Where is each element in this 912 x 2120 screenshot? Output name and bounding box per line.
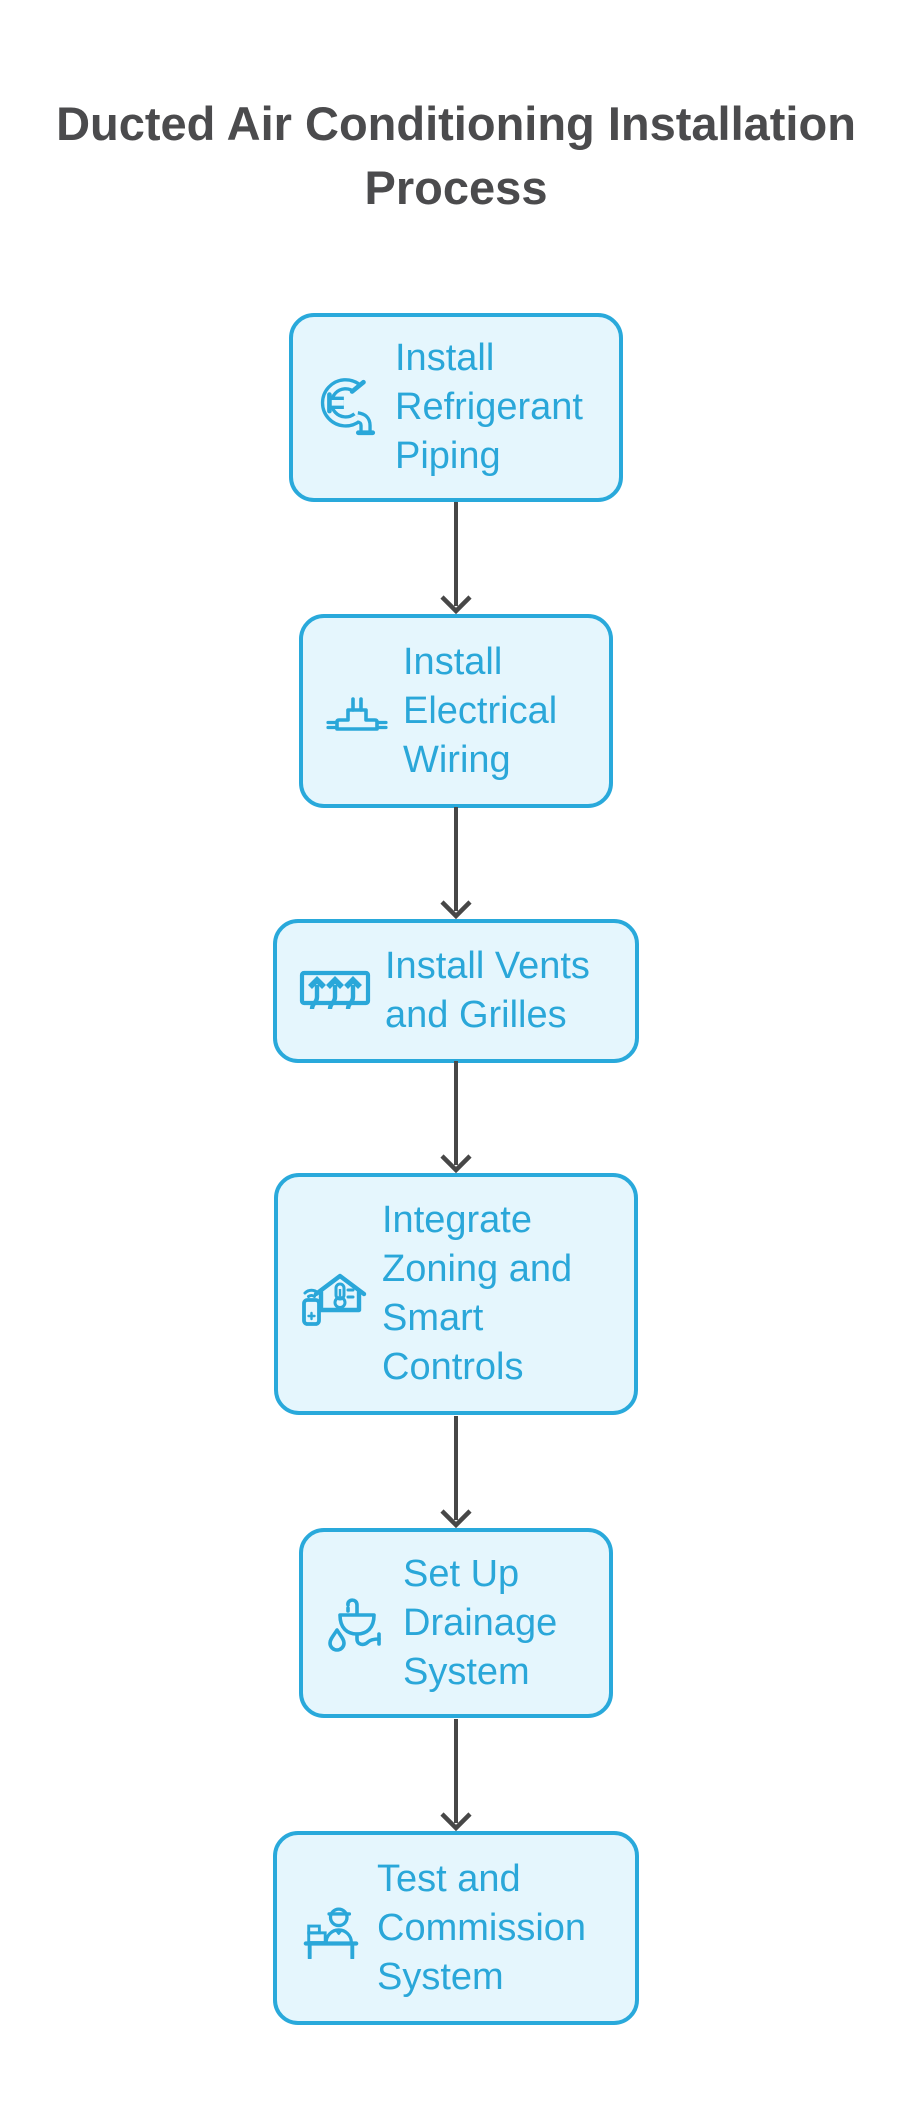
drainage-system-icon — [325, 1591, 389, 1655]
flow-node-integrate-zoning-smart-controls: Integrate Zoning and Smart Controls — [274, 1173, 638, 1415]
flow-node-label: Install Vents and Grilles — [385, 945, 590, 1036]
flow-node-label: Install Electrical Wiring — [403, 640, 558, 781]
flow-node-label: Set Up Drainage System — [403, 1552, 558, 1693]
vents-and-grilles-icon — [299, 963, 371, 1019]
refrigerant-piping-icon — [315, 375, 381, 441]
flow-node-install-electrical-wiring: Install Electrical Wiring — [299, 614, 613, 808]
zoning-smart-controls-icon — [300, 1260, 368, 1328]
flow-arrow-icon — [440, 1719, 472, 1831]
test-and-commission-icon — [299, 1897, 363, 1959]
flow-node-label: Test and Commission System — [377, 1857, 587, 1998]
flow-node-label: Integrate Zoning and Smart Controls — [382, 1199, 573, 1388]
flow-node-install-refrigerant-piping: Install Refrigerant Piping — [289, 313, 623, 502]
flow-arrow-icon — [440, 807, 472, 919]
flow-node-install-vents-and-grilles: Install Vents and Grilles — [273, 919, 639, 1063]
diagram-title: Ducted Air Conditioning Installation Pro… — [56, 97, 856, 214]
electrical-wiring-icon — [325, 679, 389, 743]
flow-arrow-icon — [440, 1061, 472, 1173]
flow-arrow-icon — [440, 1416, 472, 1528]
flow-node-label: Install Refrigerant Piping — [395, 337, 583, 477]
flow-arrow-icon — [440, 502, 472, 614]
flow-node-set-up-drainage-system: Set Up Drainage System — [299, 1528, 613, 1718]
flow-node-test-and-commission-system: Test and Commission System — [273, 1831, 639, 2025]
